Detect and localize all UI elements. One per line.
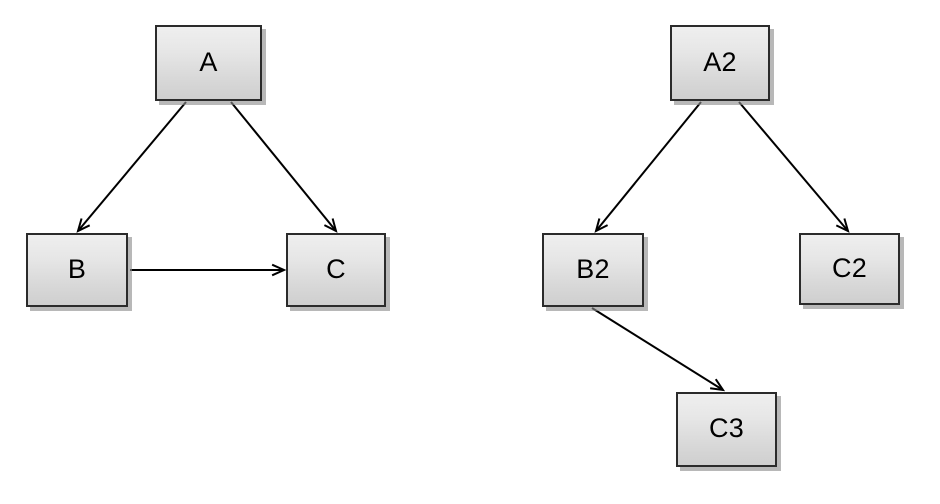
node-label: C3 bbox=[709, 413, 744, 443]
node-label: A2 bbox=[703, 46, 737, 77]
edge-a-to-c[interactable] bbox=[230, 101, 338, 233]
node-label: A bbox=[199, 46, 218, 77]
edge-a2-to-b2[interactable] bbox=[594, 101, 702, 233]
edge-a-to-b[interactable] bbox=[76, 101, 187, 233]
arrowhead-icon bbox=[323, 218, 338, 233]
edge-b-to-c[interactable] bbox=[130, 263, 287, 277]
node-b[interactable]: B bbox=[26, 233, 128, 307]
arrowhead-icon bbox=[271, 263, 287, 277]
node-label: B bbox=[67, 253, 87, 284]
edge-line bbox=[595, 101, 702, 232]
node-label: B2 bbox=[576, 253, 610, 284]
arrowhead-icon bbox=[594, 218, 609, 233]
edge-b2-to-c3[interactable] bbox=[591, 307, 726, 392]
edge-a2-to-c2[interactable] bbox=[738, 101, 850, 233]
edge-line bbox=[591, 307, 724, 391]
node-c[interactable]: C bbox=[286, 233, 386, 307]
node-b2[interactable]: B2 bbox=[542, 233, 644, 307]
edge-line bbox=[738, 101, 849, 232]
node-a2[interactable]: A2 bbox=[670, 25, 770, 101]
arrowhead-icon bbox=[709, 378, 726, 392]
node-c2[interactable]: C2 bbox=[799, 233, 900, 305]
arrowhead-icon bbox=[835, 218, 850, 233]
node-c3[interactable]: C3 bbox=[676, 392, 777, 467]
edge-line bbox=[230, 101, 337, 232]
node-label: C2 bbox=[832, 252, 867, 283]
node-label: C bbox=[326, 253, 346, 284]
edge-line bbox=[77, 101, 187, 232]
node-a[interactable]: A bbox=[155, 25, 262, 101]
arrowhead-icon bbox=[76, 218, 91, 233]
